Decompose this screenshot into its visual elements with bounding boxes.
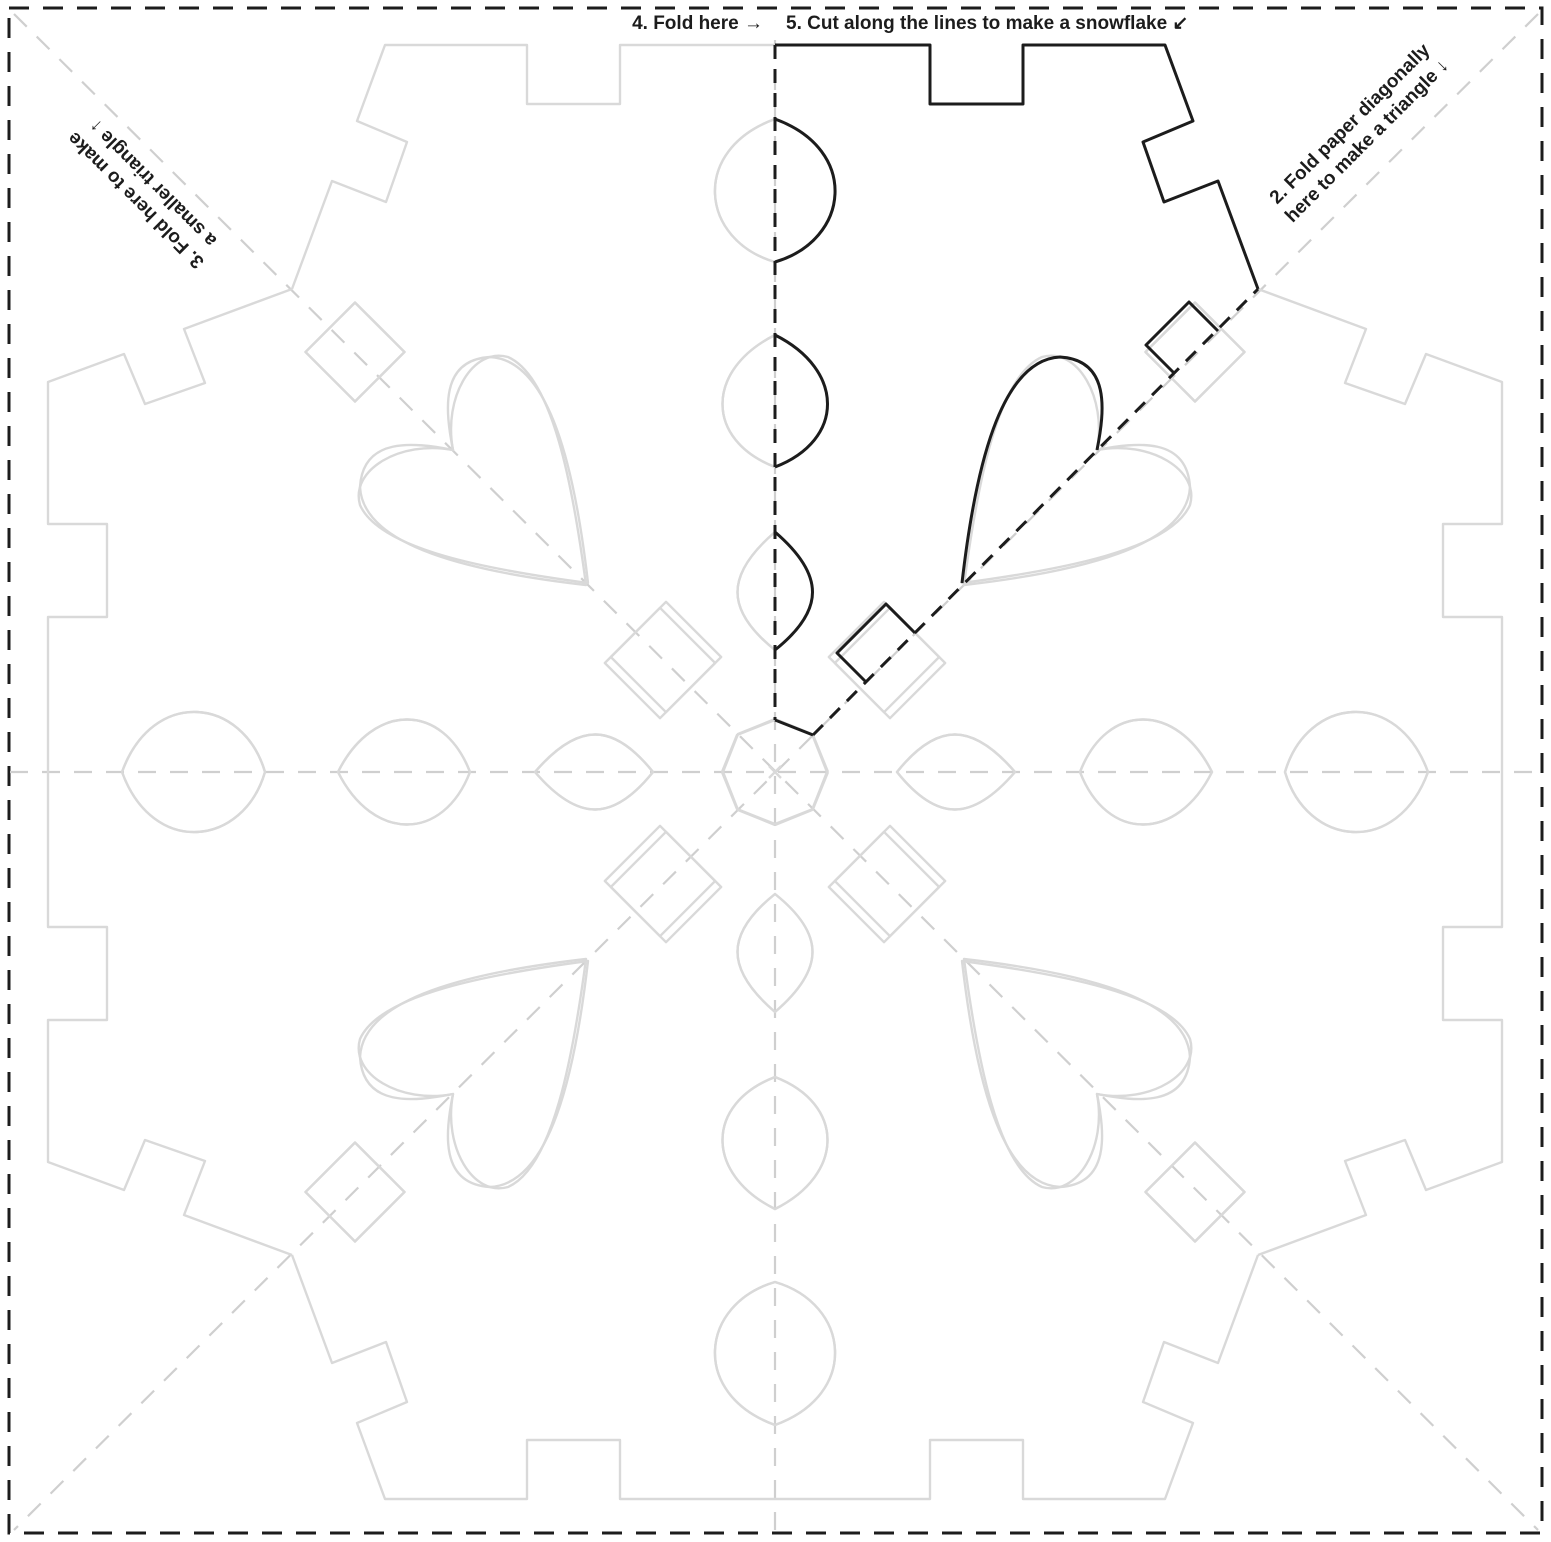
diamond-inner bbox=[829, 832, 939, 942]
outer-edge bbox=[1258, 289, 1502, 772]
snowflake-sector-copy bbox=[775, 289, 1502, 832]
outer-edge bbox=[292, 45, 775, 289]
cut-fold-edge-diagonal bbox=[813, 289, 1258, 735]
outer-edge bbox=[775, 45, 1258, 289]
diamond-inner bbox=[835, 826, 945, 936]
snowflake-sector-copy bbox=[292, 45, 835, 772]
center-octagon-segment bbox=[723, 772, 775, 825]
cut-center bbox=[775, 720, 813, 735]
center-octagon-segment bbox=[775, 772, 827, 825]
diamond-outer bbox=[1146, 1143, 1245, 1242]
snowflake-sector-copy bbox=[48, 289, 775, 832]
snowflake-sector-copy bbox=[292, 772, 835, 1499]
cut-petal-inner bbox=[775, 532, 813, 650]
cut-petal-upper bbox=[775, 119, 835, 262]
step3-label: 3. Fold here to make bbox=[64, 128, 209, 273]
diamond-inner bbox=[829, 602, 939, 712]
step5-label: 5. Cut along the lines to make a snowfla… bbox=[786, 13, 1188, 34]
diamond-inner bbox=[605, 826, 715, 936]
diamond-inner bbox=[835, 608, 945, 718]
step2-label: 2. Fold paper diagonally bbox=[1266, 39, 1435, 208]
step4-label: 4. Fold here → bbox=[632, 13, 763, 34]
snowflake-sector-copy bbox=[775, 712, 1502, 1255]
diamond-inner bbox=[611, 832, 721, 942]
cut-outer-edge bbox=[775, 45, 1258, 289]
outer-edge bbox=[48, 772, 292, 1255]
diamond-inner bbox=[611, 602, 721, 712]
snowflake-sector-copy bbox=[48, 712, 775, 1255]
heart-leaf bbox=[962, 961, 1191, 1187]
center-octagon-segment bbox=[722, 772, 775, 824]
outer-edge bbox=[292, 1255, 775, 1499]
snowflake-sector-copy bbox=[715, 772, 1258, 1499]
step3-label-group: 3. Fold here to make a smaller triangle … bbox=[64, 111, 226, 273]
diamond-inner bbox=[605, 608, 715, 718]
cut-template bbox=[775, 45, 1258, 735]
cut-petal-middle bbox=[775, 335, 828, 467]
step2-label-group: 2. Fold paper diagonally here to make a … bbox=[1264, 38, 1453, 227]
diamond-outer bbox=[1146, 1143, 1245, 1242]
step2-label-line2: here to make a triangle ↓ bbox=[1281, 55, 1453, 227]
snowflake-sector bbox=[715, 45, 1258, 772]
outer-edge bbox=[775, 1255, 1258, 1499]
outer-edge bbox=[48, 289, 292, 772]
outer-edge bbox=[1258, 772, 1502, 1255]
